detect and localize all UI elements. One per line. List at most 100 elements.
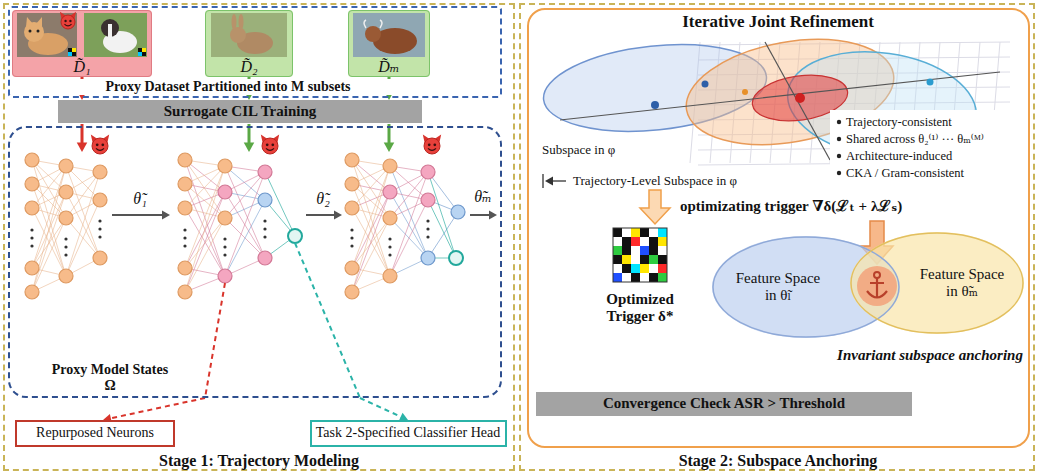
anchor-symbol: [870, 282, 884, 284]
rabbit-ear: [232, 14, 237, 30]
smile: [96, 148, 104, 150]
annotation-label: Trajectory-Level Subspace in φ: [571, 174, 739, 189]
neuron: [93, 251, 107, 265]
node-text: Proxy Dataset Partitioned into M subsets: [25, 79, 431, 95]
stage-panel: Stage 1: Trajectory ModelingProxy Datase…: [3, 3, 515, 471]
trigger-cell: [613, 255, 622, 264]
connector-line: [552, 180, 566, 181]
data-subset: D̃ₘ: [348, 10, 430, 77]
trigger-cell: [640, 255, 649, 264]
leader-line: [205, 283, 225, 398]
ellipsis-dot: [388, 253, 391, 256]
neuron: [383, 269, 397, 283]
neuron: [59, 269, 73, 283]
trigger-cell: [658, 246, 667, 255]
node-text: D̃₁: [52, 58, 112, 76]
eye: [69, 20, 71, 22]
connector: [103, 398, 205, 423]
ellipse-outline: [850, 232, 1024, 334]
ellipse-border: [713, 237, 899, 337]
connector-line: [470, 214, 490, 216]
trigger-patch: [72, 48, 76, 52]
trigger-patch: [142, 52, 146, 56]
ellipsis-dot: [350, 236, 353, 239]
neuron: [288, 229, 302, 243]
trigger-cell: [658, 228, 667, 237]
bullet-dot: [837, 137, 841, 141]
data-subset: D̃₂: [205, 10, 293, 77]
neuron: [345, 153, 359, 167]
trigger-patch: [68, 48, 72, 52]
smile: [266, 148, 274, 150]
trigger-cell: [658, 264, 667, 273]
trigger-cell: [631, 264, 640, 273]
neural-network: [25, 153, 107, 299]
neuron: [421, 193, 435, 207]
ellipse-border: [851, 233, 1023, 333]
neuron: [93, 165, 107, 179]
photo: [84, 13, 147, 57]
neuron: [258, 251, 272, 265]
annotation-label: Trajectory-consistent: [846, 115, 952, 129]
connector: [360, 398, 408, 421]
dog-head: [101, 19, 119, 37]
ellipsis-dot: [388, 237, 391, 240]
trigger-cell: [631, 237, 640, 246]
trigger-cell: [658, 237, 667, 246]
ellipse-outline: [712, 236, 900, 338]
process-bar: Convergence Check ASR > Threshold: [536, 392, 912, 416]
devil-icon: [423, 134, 441, 154]
trigger-cell: [640, 264, 649, 273]
ellipsis-dot: [183, 228, 186, 231]
neuron: [258, 165, 272, 179]
ellipsis-dot: [263, 219, 266, 222]
annotation-label: CKA / Gram-consistent: [846, 166, 964, 180]
point: [927, 79, 934, 86]
ellipsis-dot: [98, 219, 101, 222]
neuron: [451, 205, 465, 219]
refinement-group: Iterative Joint RefinementFeature Space …: [527, 8, 1030, 448]
point: [651, 101, 659, 109]
synapse: [225, 200, 265, 276]
trigger-cell: [649, 228, 658, 237]
trigger-cell: [640, 273, 649, 282]
eye: [96, 143, 99, 146]
trigger-cell: [613, 228, 622, 237]
feature-space-fill: [850, 232, 1024, 334]
feature-space-ellipse: Feature Space in θ̃ₗ: [712, 236, 900, 338]
arrowhead: [244, 142, 255, 152]
neuron: [178, 153, 192, 167]
trigger-cell: [622, 237, 631, 246]
face: [92, 138, 108, 154]
neuron: [59, 211, 73, 225]
neuron: [421, 251, 435, 265]
tile-background: [205, 10, 293, 77]
annotation-label: Shared across θ₂⁽¹⁾ ··· θₘ⁽ᴹ⁾: [846, 132, 984, 146]
neuron: [218, 159, 232, 173]
arrowhead: [77, 142, 88, 152]
annotation-label: Optimized Trigger δ*: [584, 291, 696, 326]
neuron: [25, 177, 39, 191]
cat-ear: [26, 17, 33, 27]
eye: [101, 143, 104, 146]
trigger-cell: [622, 273, 631, 282]
leader-line: [295, 243, 360, 398]
ellipsis-dot: [64, 237, 67, 240]
ellipsis-dot: [350, 228, 353, 231]
trigger-cell: [640, 237, 649, 246]
eye: [64, 20, 66, 22]
synapse: [66, 200, 100, 276]
point: [742, 89, 748, 95]
process-bar: Surrogate CIL Training: [58, 100, 422, 123]
ellipsis-dot: [223, 245, 226, 248]
trigger-cell: [649, 273, 658, 282]
trigger-cell: [631, 246, 640, 255]
node-text: Stage 2: Subspace Anchoring: [618, 452, 938, 470]
axis-tick: [542, 174, 543, 188]
model-states-group: Proxy Model States Ω: [8, 126, 502, 398]
devil-icon: [261, 134, 279, 154]
neuron: [218, 185, 232, 199]
neuron: [178, 261, 192, 275]
trigger-patch: [138, 52, 142, 56]
photo: [17, 13, 77, 57]
